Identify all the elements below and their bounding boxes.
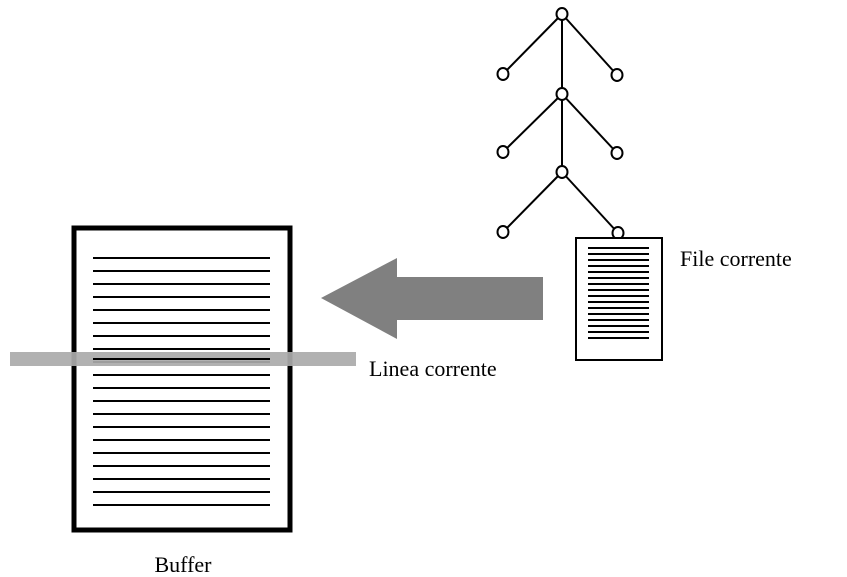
- tree-node: [496, 225, 510, 239]
- current-file-document: [575, 237, 663, 361]
- tree-nodes: [496, 7, 625, 240]
- tree-node: [555, 165, 569, 179]
- directory-tree: [496, 7, 625, 240]
- tree-node: [496, 145, 510, 159]
- buffer-document: [71, 225, 293, 533]
- tree-node: [496, 67, 510, 81]
- tree-node: [610, 146, 624, 160]
- tree-node: [555, 7, 569, 21]
- file-text-lines: [588, 247, 649, 339]
- load-arrow: [321, 258, 543, 339]
- tree-edges: [502, 13, 619, 234]
- current-file-label: File corrente: [680, 246, 792, 271]
- tree-node: [610, 68, 624, 82]
- current-line-label: Linea corrente: [369, 356, 497, 381]
- tree-node: [555, 87, 569, 101]
- buffer-text-lines: [93, 257, 270, 506]
- buffer-label: Buffer: [154, 552, 212, 577]
